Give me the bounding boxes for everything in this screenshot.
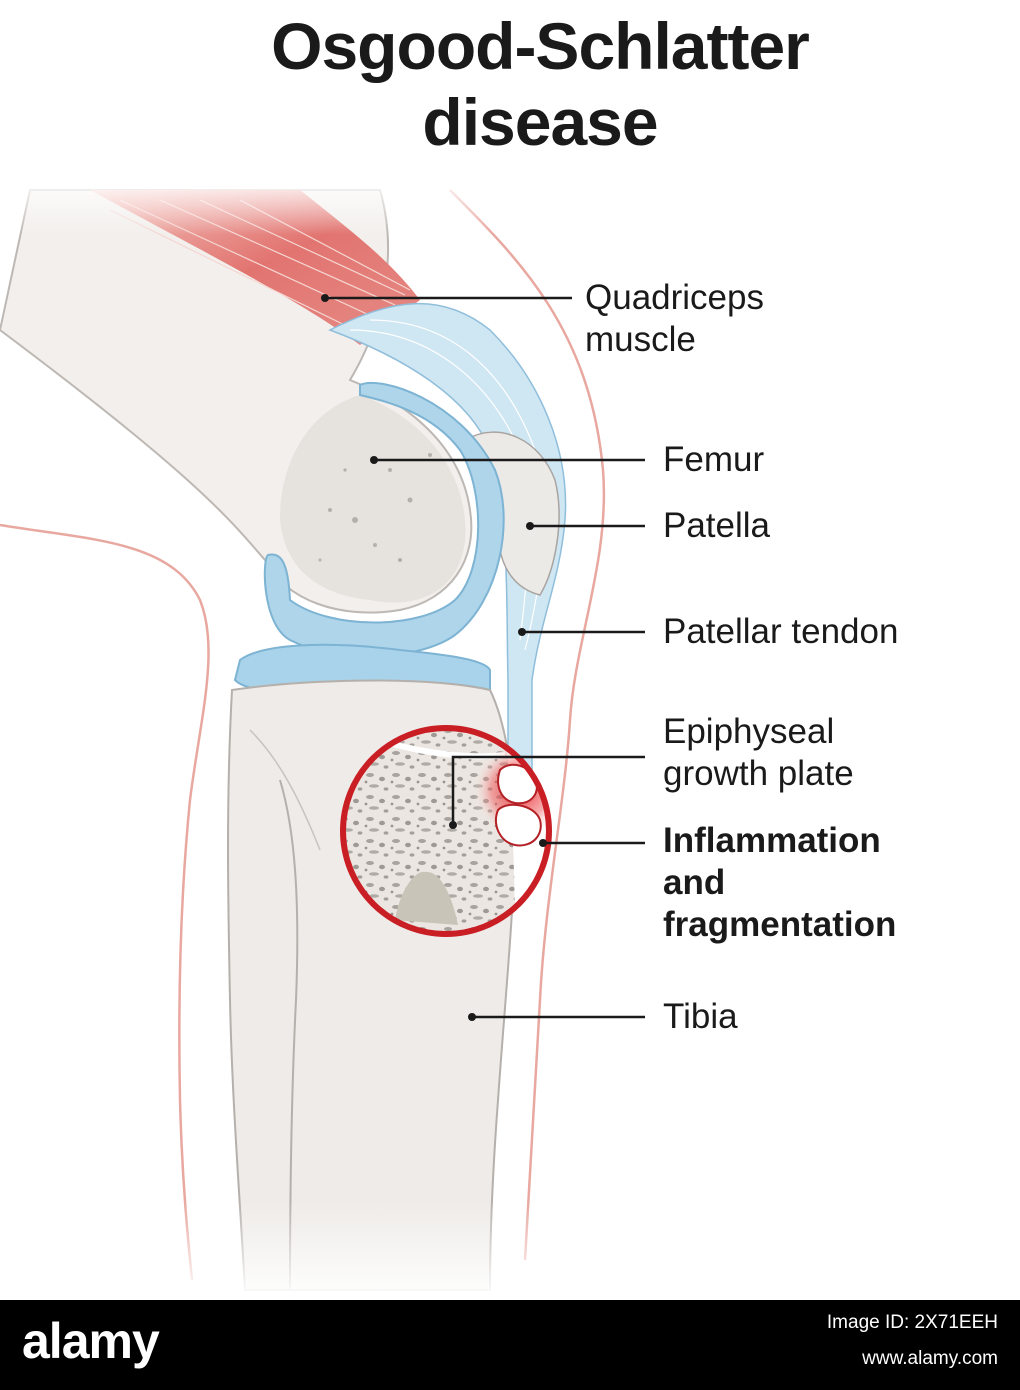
stock-watermark-bar: alamy Image ID: 2X71EEH www.alamy.com: [0, 1300, 1020, 1390]
leader-dots: [321, 294, 547, 1021]
skin-outline-front: [449, 189, 606, 1261]
title-line-2: disease: [422, 85, 658, 159]
brand-logo: alamy: [22, 1313, 160, 1369]
label-patellar-tendon: Patellar tendon: [663, 612, 899, 651]
fragment-2: [495, 803, 542, 847]
tibia-inner-line: [249, 729, 321, 851]
magnify-ring: [340, 725, 552, 937]
knee-anatomy-illustration: [0, 175, 645, 1300]
label-tibia: Tibia: [663, 997, 738, 1036]
diagram-canvas: Osgood-Schlatter disease Quadriceps musc…: [0, 8, 950, 1300]
label-femur: Femur: [663, 440, 765, 479]
leader-growth-plate: [451, 755, 645, 825]
diagram-title: Osgood-Schlatter disease: [130, 8, 950, 160]
femoral-cartilage: [263, 381, 505, 658]
image-id-text: Image ID: 2X71EEH: [826, 1312, 998, 1333]
femur-texture-dots: [318, 453, 432, 562]
skin-outline-back: [0, 523, 210, 1281]
title-line-1: Osgood-Schlatter: [271, 9, 810, 83]
marrow-cavity: [395, 871, 458, 925]
leader-lines: [325, 296, 645, 1019]
label-quadriceps-muscle: Quadriceps muscle: [585, 278, 764, 359]
femur-condyle: [280, 395, 466, 603]
site-url-text: www.alamy.com: [862, 1348, 998, 1369]
fibula-line: [279, 779, 299, 1291]
label-inflammation-fragmentation: Inflammation and fragmentation: [663, 821, 897, 944]
magnified-bone-region: [343, 728, 549, 934]
label-epiphyseal-growth-plate: Epiphyseal growth plate: [663, 712, 854, 793]
label-patella: Patella: [663, 506, 771, 545]
fragment-1: [497, 763, 538, 805]
